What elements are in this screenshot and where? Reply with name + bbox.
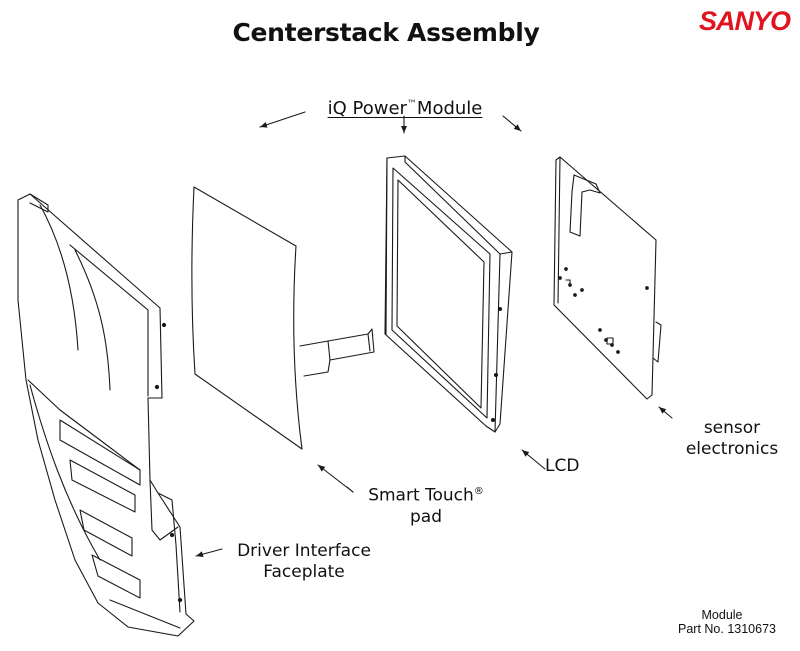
sensor-electronics-label: sensor electronics	[672, 418, 792, 460]
part-number: Part No. 1310673	[678, 622, 776, 636]
module-label: iQ Power™Module	[300, 94, 510, 119]
sanyo-logo: SANYO	[698, 6, 791, 36]
part-number-block: Module Part No. 1310673	[678, 608, 776, 636]
faceplate-part	[17, 193, 195, 637]
module-label-prefix: iQ Power	[327, 98, 407, 119]
smart-touch-label: Smart Touch® pad	[356, 481, 496, 528]
page-title: Centerstack Assembly	[232, 18, 540, 47]
smart-touch-label-line1: Smart Touch	[368, 485, 474, 506]
sensor-electronics-part	[553, 156, 662, 400]
trademark-mark: ™	[406, 99, 417, 110]
module-arrows	[259, 111, 522, 134]
module-label-suffix: Module	[416, 98, 483, 119]
sensor-label-line2: electronics	[685, 439, 779, 459]
registered-mark: ®	[473, 486, 484, 497]
faceplate-label: Driver Interface Faceplate	[224, 541, 384, 583]
faceplate-label-line1: Driver Interface	[237, 541, 371, 561]
smart-touch-label-line2: pad	[410, 506, 442, 527]
sensor-label-line1: sensor	[703, 418, 761, 438]
lcd-label: LCD	[545, 456, 580, 476]
leader-lines	[195, 406, 673, 558]
lcd-part	[384, 155, 513, 433]
faceplate-label-line2: Faceplate	[263, 562, 345, 582]
module-caption: Module	[701, 608, 743, 622]
smart-touch-pad-part	[191, 186, 375, 450]
